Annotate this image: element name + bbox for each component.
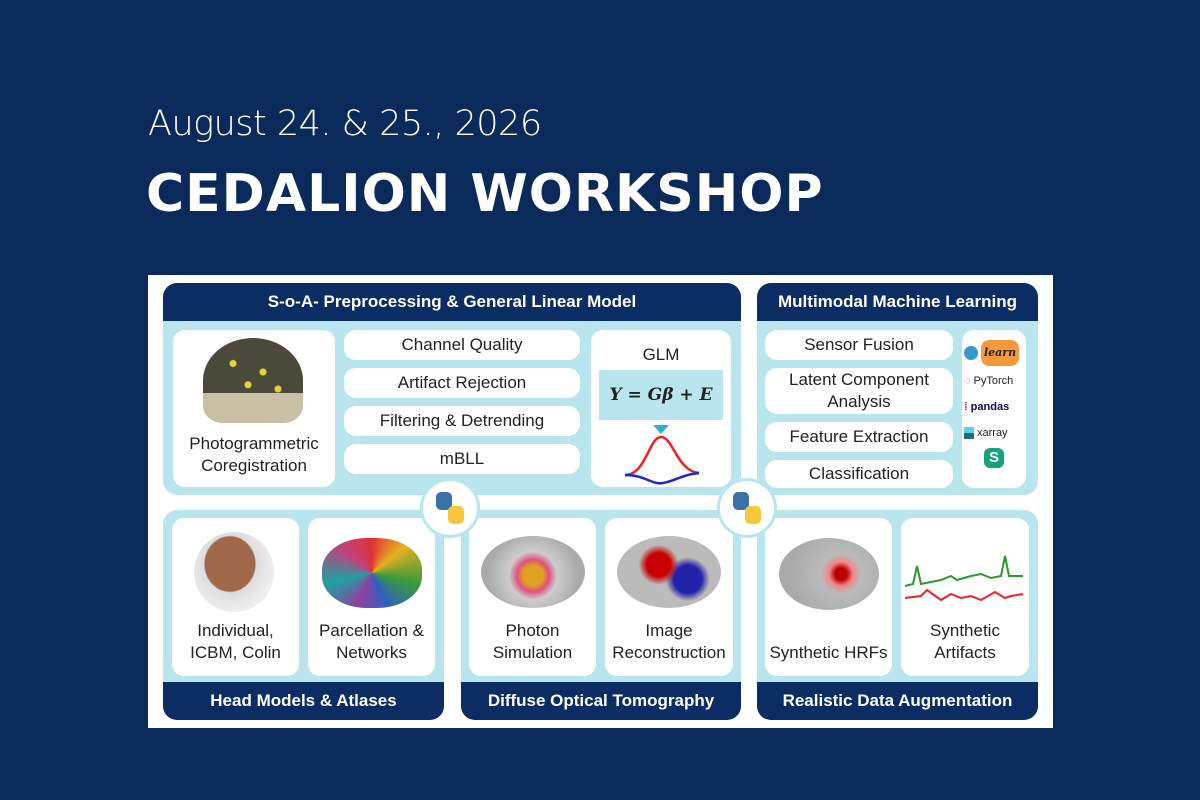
dot-footer: Diffuse Optical Tomography [461, 682, 741, 720]
event-date: August 24. & 25., 2026 [148, 104, 542, 144]
ml-classification: Classification [765, 460, 953, 488]
photogrammetric-tile: Photogrammetric Coregistration [173, 330, 335, 487]
glm-equation: Y = Gβ + E [599, 370, 723, 420]
preprocessing-header: S-o-A- Preprocessing & General Linear Mo… [163, 283, 741, 321]
pandas-logo: ⁞pandas [964, 401, 1010, 413]
ml-sensor-fusion: Sensor Fusion [765, 330, 953, 360]
head-models-footer: Head Models & Atlases [163, 682, 444, 720]
sklearn-logo: learn [964, 340, 1024, 366]
ml-latent-component: Latent Component Analysis [765, 368, 953, 414]
workshop-title: CEDALION WORKSHOP [146, 164, 824, 224]
tile-synthetic-artifacts: Synthetic Artifacts [901, 518, 1029, 676]
step-filtering: Filtering & Detrending [344, 406, 580, 436]
artifact-signal-icon [904, 555, 1024, 602]
augmentation-panel: Synthetic HRFs Synthetic Artifacts Reali… [757, 510, 1038, 720]
tile-synthetic-hrfs: Synthetic HRFs [765, 518, 892, 676]
pytorch-logo: ◌PyTorch [964, 375, 1014, 387]
parcellation-brain-image [322, 538, 422, 608]
tile-parcellation-label: Parcellation & Networks [319, 621, 424, 662]
tile-photon-label: Photon Simulation [492, 621, 573, 662]
photon-brain-image [481, 536, 585, 608]
overview-figure: S-o-A- Preprocessing & General Linear Mo… [148, 275, 1053, 728]
tile-reconstruction-label: Image Reconstruction [612, 621, 726, 662]
reconstruction-brain-image [617, 536, 721, 608]
seaborn-icon: S [984, 448, 1004, 468]
step-mbll: mBLL [344, 444, 580, 474]
augmentation-footer: Realistic Data Augmentation [757, 682, 1038, 720]
tile-individual: Individual, ICBM, Colin [172, 518, 299, 676]
dot-panel: Photon Simulation Image Reconstruction D… [461, 510, 741, 720]
glm-label: GLM [642, 345, 680, 364]
tile-image-reconstruction: Image Reconstruction [605, 518, 733, 676]
head-cap-image [203, 338, 303, 423]
head-models-panel: Individual, ICBM, Colin Parcellation & N… [163, 510, 444, 720]
python-logo-icon-2 [717, 478, 777, 538]
step-artifact-rejection: Artifact Rejection [344, 368, 580, 398]
tile-hrfs-label: Synthetic HRFs [769, 643, 888, 662]
python-logo-icon [420, 478, 480, 538]
glm-tile: GLM Y = Gβ + E [591, 330, 731, 487]
step-channel-quality: Channel Quality [344, 330, 580, 360]
brain-head-image [194, 532, 274, 612]
xarray-logo: xarray [964, 422, 1024, 444]
ml-panel: Multimodal Machine Learning Sensor Fusio… [757, 283, 1038, 495]
tile-artifacts-label: Synthetic Artifacts [930, 621, 1000, 662]
ml-header: Multimodal Machine Learning [757, 283, 1038, 321]
photo-label: Photogrammetric Coregistration [189, 434, 319, 475]
preprocessing-panel: S-o-A- Preprocessing & General Linear Mo… [163, 283, 741, 495]
ml-feature-extraction: Feature Extraction [765, 422, 953, 452]
hrf-curve-icon [624, 425, 700, 485]
tile-photon-simulation: Photon Simulation [469, 518, 596, 676]
libraries-tile: learn ◌PyTorch ⁞pandas xarray S [962, 330, 1026, 488]
hrf-brain-image [779, 538, 879, 610]
tile-parcellation: Parcellation & Networks [308, 518, 435, 676]
tile-individual-label: Individual, ICBM, Colin [190, 621, 281, 662]
